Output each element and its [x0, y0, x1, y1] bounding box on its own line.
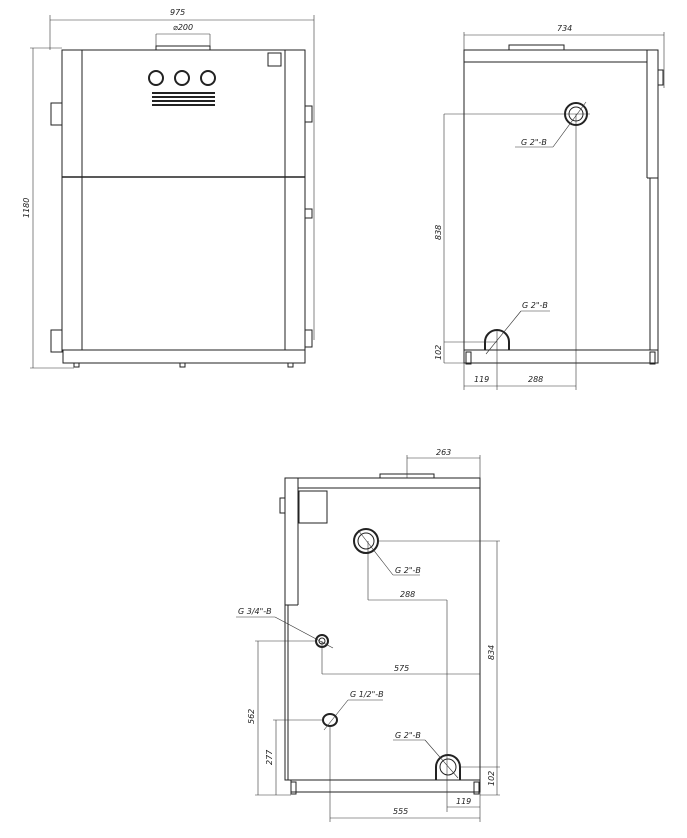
gauge-icon [200, 70, 216, 86]
dim-734: 734 [557, 24, 572, 33]
dim-975: 975 [170, 8, 185, 17]
label-pipe-upper: G 2"-B [521, 138, 547, 147]
dim-1180: 1180 [22, 198, 31, 218]
rear-panel-square [298, 490, 328, 524]
dim-119: 119 [474, 375, 489, 384]
dim-rear-119: 119 [456, 797, 471, 806]
label-rear-pipe-lower: G 2"-B [395, 731, 421, 740]
dim-102: 102 [434, 345, 443, 360]
dim-834: 834 [487, 645, 496, 660]
side-view: G 2"-B G 2"-B 734 838 102 119 288 [434, 24, 665, 390]
gauge-icon [174, 70, 190, 86]
gauge-icon [148, 70, 164, 86]
label-pipe-1-2: G 1/2"-B [350, 690, 384, 699]
label-pipe-lower: G 2"-B [522, 301, 548, 310]
dim-838: 838 [434, 225, 443, 240]
dim-277: 277 [265, 749, 274, 765]
label-rear-pipe-upper: G 2"-B [395, 566, 421, 575]
dim-rear-102: 102 [487, 771, 496, 786]
rear-view: G 2"-B G 3/4"-B G 1/2"-B G 2"-B 263 288 … [236, 448, 500, 822]
dim-288: 288 [528, 375, 543, 384]
dim-555: 555 [393, 807, 408, 816]
front-panel-square [267, 52, 282, 67]
dim-263: 263 [436, 448, 451, 457]
dim-562: 562 [247, 709, 256, 724]
label-pipe-3-4: G 3/4"-B [238, 607, 272, 616]
front-view: 975 ⌀200 1180 [22, 8, 315, 369]
vent-grill [152, 92, 215, 106]
dim-575: 575 [394, 664, 409, 673]
dim-rear-288: 288 [400, 590, 415, 599]
dim-flue-diameter: ⌀200 [173, 23, 193, 32]
